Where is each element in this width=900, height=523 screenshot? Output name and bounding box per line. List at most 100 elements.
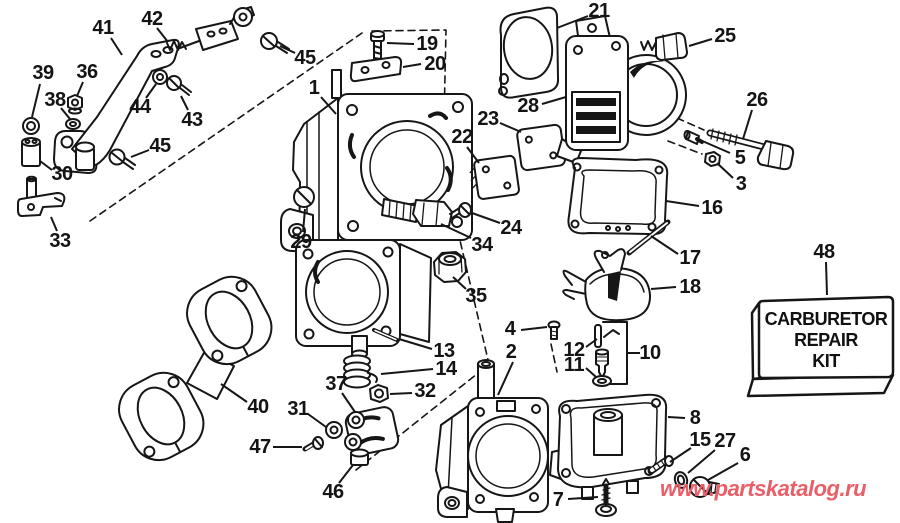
leader-line-35 <box>452 276 467 290</box>
callout-26: 26 <box>746 89 768 111</box>
screw-45-top <box>260 32 290 54</box>
callout-25: 25 <box>714 25 736 47</box>
callout-2: 2 <box>505 341 517 363</box>
gasket-16 <box>567 157 669 236</box>
callout-44: 44 <box>129 96 151 118</box>
pin-13 <box>372 328 399 342</box>
washer-31 <box>325 421 343 439</box>
callout-39: 39 <box>32 62 54 84</box>
plug-6 <box>689 476 720 498</box>
leader-line-21 <box>556 15 589 29</box>
callout-15: 15 <box>689 429 711 451</box>
callout-1: 1 <box>308 77 320 99</box>
callout-47: 47 <box>249 436 271 458</box>
callout-21: 21 <box>588 0 610 22</box>
leader-line-5 <box>699 139 731 154</box>
callout-45: 45 <box>294 47 316 69</box>
callout-17: 17 <box>679 247 701 269</box>
leader-line-27 <box>687 449 716 474</box>
leader-line-16 <box>665 200 700 207</box>
leader-line-28 <box>541 96 567 105</box>
leader-line-30 <box>39 160 53 171</box>
bolt-26 <box>706 128 795 171</box>
leader-line-29 <box>302 208 306 233</box>
leader-line-24 <box>471 212 501 224</box>
leader-line-25 <box>688 38 713 47</box>
nut-32 <box>369 384 389 403</box>
float-18 <box>562 248 652 322</box>
callout-29: 29 <box>290 231 312 253</box>
callout-12: 12 <box>563 339 585 361</box>
callout-32: 32 <box>414 380 436 402</box>
leader-line-45 <box>279 45 296 54</box>
plate-20 <box>349 56 403 83</box>
leader-line-12 <box>585 338 598 348</box>
callout-37: 37 <box>325 373 347 395</box>
leader-line-32 <box>389 392 413 395</box>
spring-42 <box>166 40 187 51</box>
bolt-25 <box>640 32 688 61</box>
callout-42: 42 <box>141 8 163 30</box>
lever-arm-41 <box>53 38 180 174</box>
needle-valve-group <box>592 321 628 387</box>
leader-line-45 <box>130 149 150 158</box>
callout-30: 30 <box>51 163 73 185</box>
leader-line-37 <box>341 392 356 413</box>
leader-line-33 <box>50 216 58 232</box>
spacer-30 <box>21 137 41 167</box>
spring-14 <box>343 354 378 389</box>
leader-line-43 <box>180 95 189 111</box>
bolt-34 <box>381 198 453 227</box>
callout-4: 4 <box>504 318 516 340</box>
leader-line-7 <box>567 496 599 500</box>
leader-line-1 <box>320 96 337 115</box>
leader-line-23 <box>499 122 522 133</box>
carburetor-body-28 <box>556 15 687 164</box>
bracket-33 <box>17 175 66 217</box>
callout-18: 18 <box>679 276 701 298</box>
leader-line-14 <box>380 368 434 375</box>
leader-line-41 <box>110 37 123 56</box>
leader-line-13 <box>398 338 433 350</box>
callout-34: 34 <box>471 234 493 256</box>
callout-24: 24 <box>500 217 522 239</box>
callout-7: 7 <box>552 489 564 511</box>
leader-line-3 <box>716 162 734 179</box>
callout-6: 6 <box>739 444 751 466</box>
callout-19: 19 <box>416 33 438 55</box>
kit-line-3: KIT <box>812 350 840 371</box>
nut-36 <box>67 94 83 115</box>
leader-line-40 <box>220 383 248 403</box>
repair-kit-label: CARBURETOR REPAIR KIT <box>759 301 893 379</box>
callout-23: 23 <box>477 108 499 130</box>
plug-46 <box>350 448 369 466</box>
gasket-40 <box>118 275 273 462</box>
leader-line-26 <box>742 109 753 140</box>
screw-24 <box>449 202 472 219</box>
leader-line-38 <box>60 107 71 120</box>
leader-line-34 <box>440 223 472 239</box>
callout-20: 20 <box>424 53 446 75</box>
repair-kit-box <box>746 295 895 398</box>
leader-line-42 <box>156 27 169 43</box>
leader-line-4 <box>520 326 548 331</box>
screw-29 <box>293 186 315 208</box>
callout-5: 5 <box>734 147 746 169</box>
callout-43: 43 <box>181 109 203 131</box>
screw-43 <box>166 75 192 96</box>
screw-7 <box>595 478 617 517</box>
pin-17 <box>626 219 671 256</box>
screw-47 <box>302 436 324 452</box>
washer-39 <box>22 117 40 135</box>
screw-19 <box>370 30 385 61</box>
callout-36: 36 <box>76 61 98 83</box>
leader-line-6 <box>707 462 739 481</box>
screw-45-left <box>108 148 136 170</box>
leader-line-22 <box>466 146 480 164</box>
callout-16: 16 <box>701 197 723 219</box>
carburetor-body-2 <box>435 359 549 523</box>
screw-15 <box>647 455 674 475</box>
leader-line-44 <box>145 83 157 99</box>
leader-line-46 <box>338 464 354 484</box>
